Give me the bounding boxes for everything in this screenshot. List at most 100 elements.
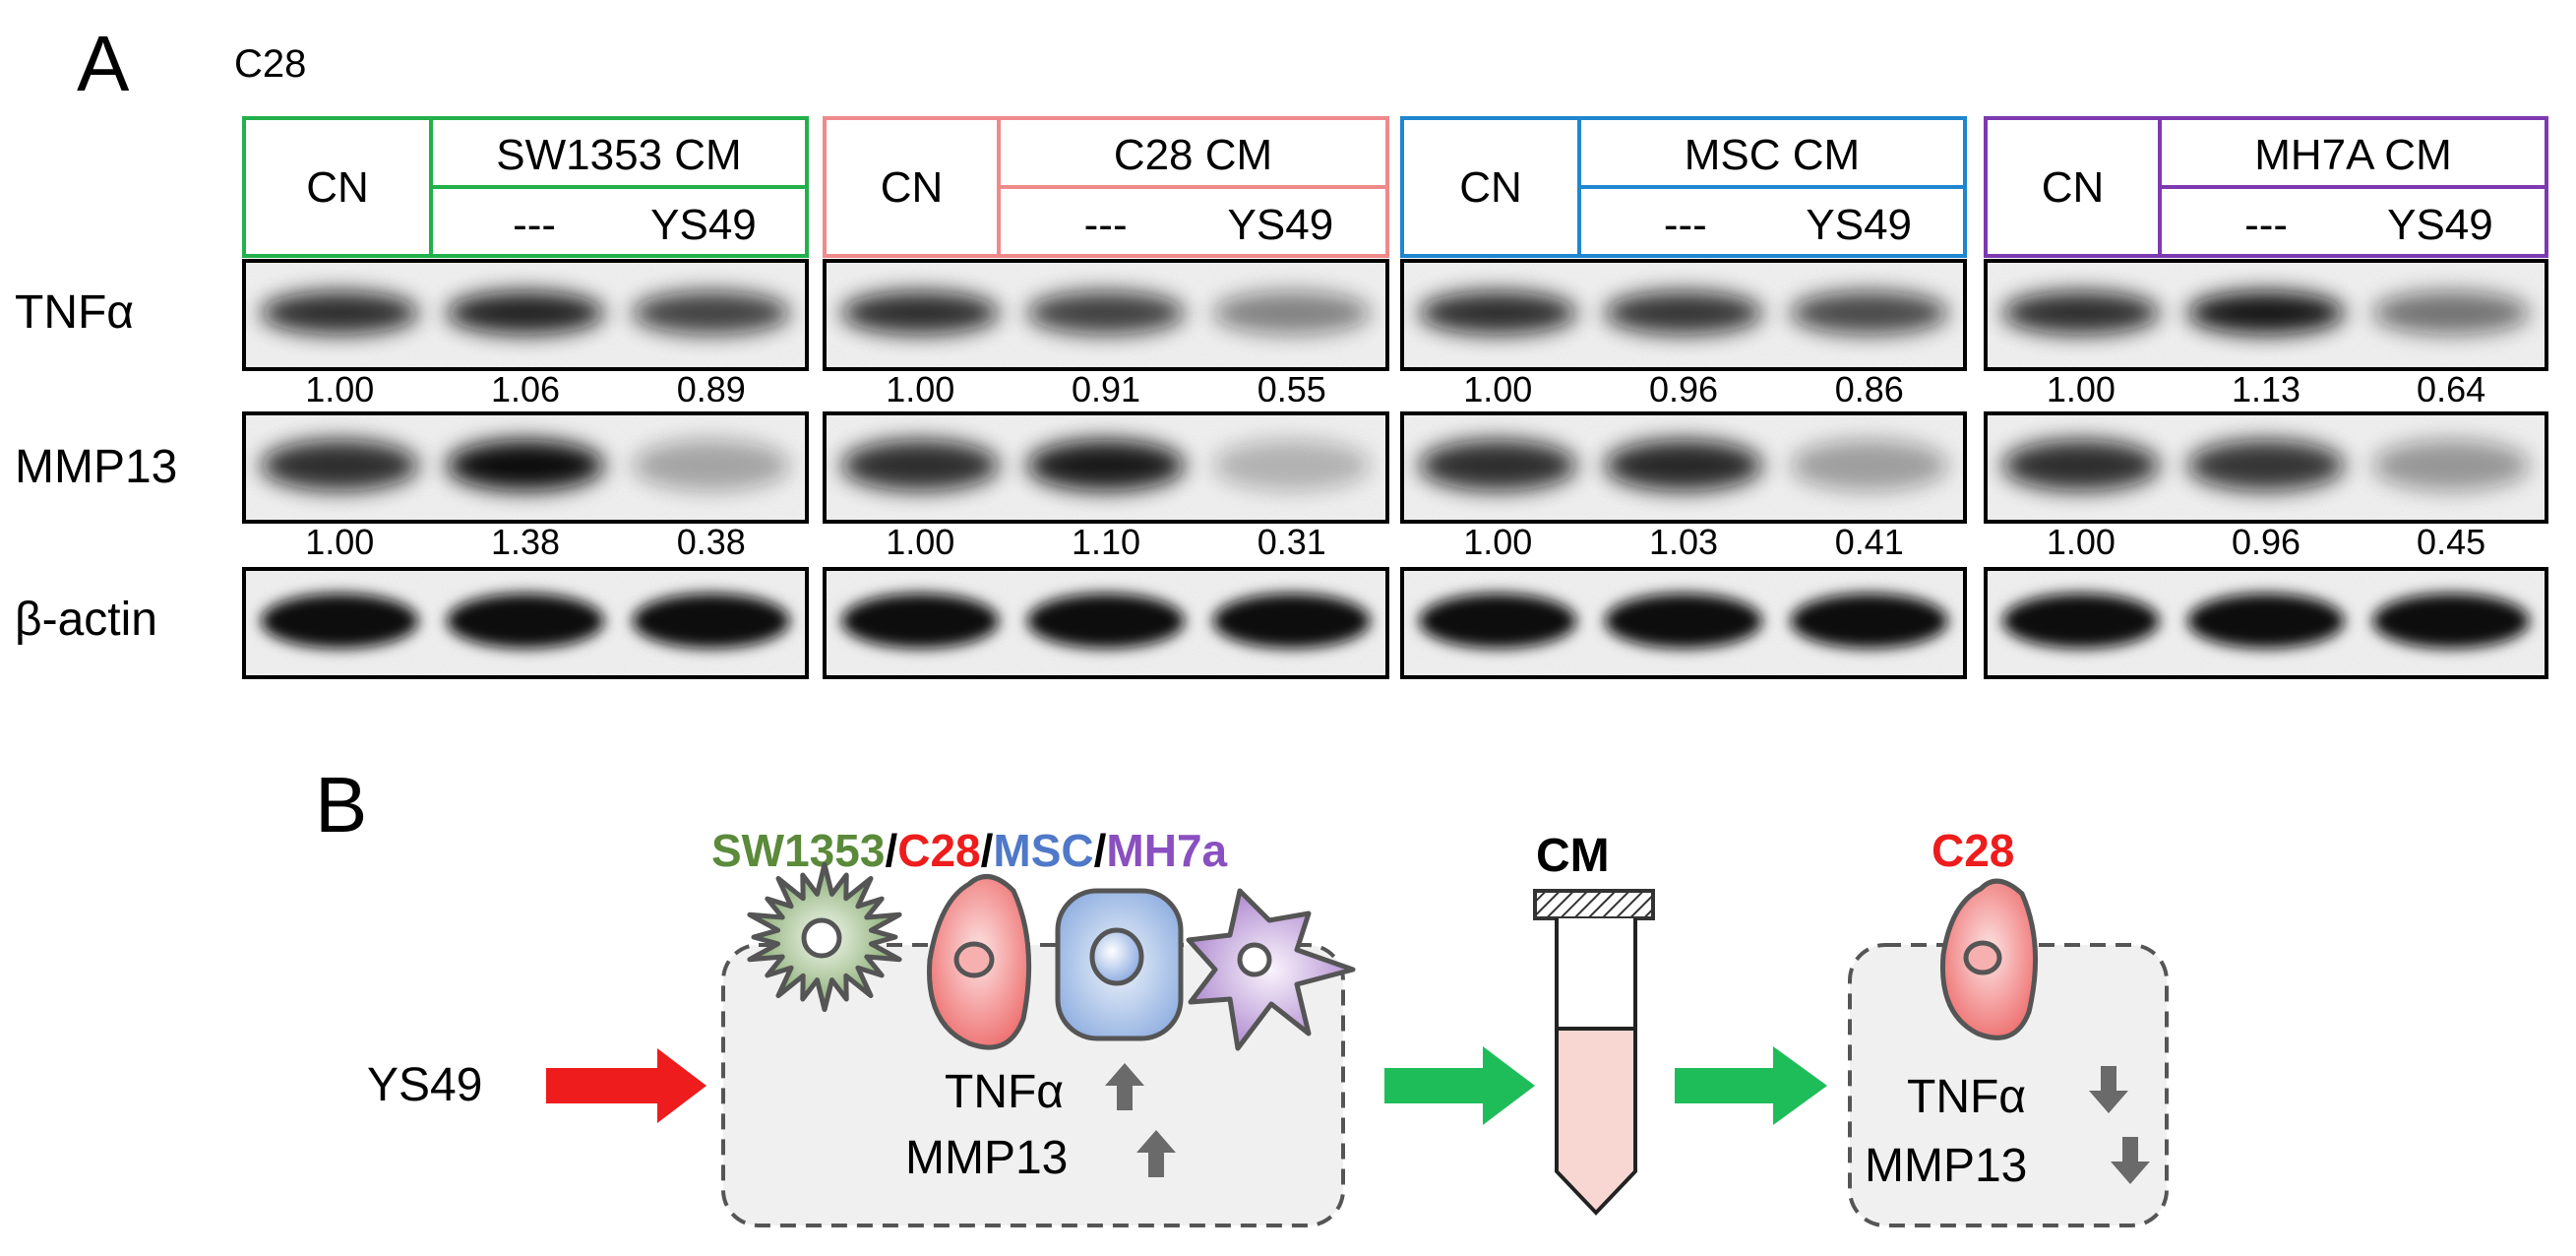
beta-actin-blot [1984, 567, 2548, 679]
down-arrow-icon [2089, 1066, 2128, 1113]
row-label-beta-actin: β-actin [15, 594, 157, 646]
blot-band [1212, 290, 1371, 335]
densitometry-value: 0.64 [2417, 369, 2485, 409]
green-arrow-icon [1384, 1046, 1535, 1125]
densitometry-value: 1.00 [1463, 522, 1532, 562]
blot-band [261, 290, 419, 335]
blot-band [2002, 593, 2160, 649]
densitometry-value: 1.06 [491, 369, 560, 409]
blot-band [446, 439, 605, 491]
header-cm: MH7A CM [2254, 131, 2451, 179]
header-ys49: YS49 [1228, 201, 1334, 249]
up-arrow-icon [1105, 1063, 1144, 1110]
densitometry-value: 1.00 [1463, 369, 1532, 409]
row-label-tnfa: TNFα [15, 286, 134, 339]
tube-icon [1533, 889, 1655, 1216]
densitometry-value: 0.96 [2232, 522, 2300, 562]
blot-band [261, 439, 419, 491]
densitometry-value: 0.89 [677, 369, 746, 409]
densitometry-value: 1.00 [2047, 522, 2116, 562]
blot-band [632, 290, 790, 335]
densitometry-value: 1.00 [305, 369, 374, 409]
panel-a-label: A [77, 20, 130, 107]
blot-band [1604, 290, 1763, 335]
blot-band [841, 290, 1000, 335]
c28-target-cell-icon [1939, 878, 2039, 1040]
c28-cell-icon [927, 874, 1032, 1050]
densitometry-value: 0.38 [677, 522, 746, 562]
title-c28: C28 [897, 825, 980, 876]
header-ys49: YS49 [2387, 201, 2493, 249]
blot-band [2372, 290, 2530, 335]
down-arrow-icon [2111, 1137, 2150, 1184]
title-sw1353: SW1353 [711, 825, 885, 876]
densitometry-value: 1.00 [305, 522, 374, 562]
header-cn: CN [1459, 163, 1522, 212]
header-untreated: --- [1664, 201, 1707, 249]
densitometry-value: 1.00 [886, 369, 954, 409]
mmp13-blot: 1.00 1.38 0.38 [242, 411, 809, 562]
header-untreated: --- [2244, 201, 2288, 249]
right-marker-mmp13: MMP13 [1865, 1140, 2027, 1192]
blot-band [2002, 439, 2160, 491]
row-label-mmp13: MMP13 [15, 441, 177, 493]
blot-band [1790, 593, 1948, 649]
up-arrow-icon [1136, 1130, 1176, 1177]
title-mh7a: MH7a [1106, 825, 1227, 876]
tnfa-blot: 1.00 0.96 0.86 [1400, 259, 1967, 409]
blot-band [1026, 290, 1186, 335]
tube-label: CM [1536, 830, 1610, 882]
densitometry-value: 1.00 [886, 522, 954, 562]
header-ys49: YS49 [1806, 201, 1912, 249]
beta-actin-blot [242, 567, 809, 679]
tnfa-blot: 1.00 1.06 0.89 [242, 259, 809, 409]
msc-cell-icon [1055, 888, 1184, 1041]
blot-band [2372, 439, 2530, 491]
blot-band [261, 593, 419, 649]
header-cm: SW1353 CM [496, 131, 741, 179]
blot-groups: CN SW1353 CM --- YS49 1.00 1.06 0.89 1.00 1.38 0.… [242, 116, 2548, 679]
drug-label: YS49 [367, 1059, 482, 1111]
blot-band [2372, 593, 2530, 649]
densitometry-value: 0.86 [1835, 369, 1904, 409]
blot-band [1212, 439, 1371, 491]
blot-band [1212, 593, 1371, 649]
blot-band [1419, 439, 1577, 491]
blot-band [841, 593, 1000, 649]
densitometry-value: 1.00 [2047, 369, 2116, 409]
blot-band [1419, 290, 1577, 335]
title-msc: MSC [993, 825, 1093, 876]
densitometry-value: 1.10 [1072, 522, 1140, 562]
densitometry-value: 0.41 [1835, 522, 1904, 562]
header-cm: MSC CM [1685, 131, 1860, 179]
densitometry-value: 0.91 [1072, 369, 1140, 409]
blot-band [1026, 593, 1186, 649]
target-cell-title: C28 [1932, 825, 2014, 876]
left-marker-tnfa: TNFα [945, 1066, 1064, 1118]
blot-band [2187, 290, 2345, 335]
densitometry-value: 0.45 [2417, 522, 2485, 562]
source-cells-box [721, 943, 1345, 1227]
blot-band [1419, 593, 1577, 649]
mmp13-blot: 1.00 0.96 0.45 [1984, 411, 2548, 562]
cell-line-label: C28 [234, 42, 306, 86]
cell-types-title: SW1353/C28/MSC/MH7a [711, 825, 1228, 876]
mh7a-cell-icon [1186, 888, 1356, 1051]
green-arrow-icon [1675, 1046, 1827, 1125]
densitometry-value: 0.96 [1649, 369, 1718, 409]
densitometry-value: 1.38 [491, 522, 560, 562]
target-cells-box [1848, 943, 2169, 1227]
sw1353-cell-icon [747, 861, 902, 1013]
blot-band [2187, 439, 2345, 491]
blot-band [1790, 439, 1948, 491]
blot-band [1790, 290, 1948, 335]
header-untreated: --- [513, 201, 556, 249]
beta-actin-blot [823, 567, 1389, 679]
